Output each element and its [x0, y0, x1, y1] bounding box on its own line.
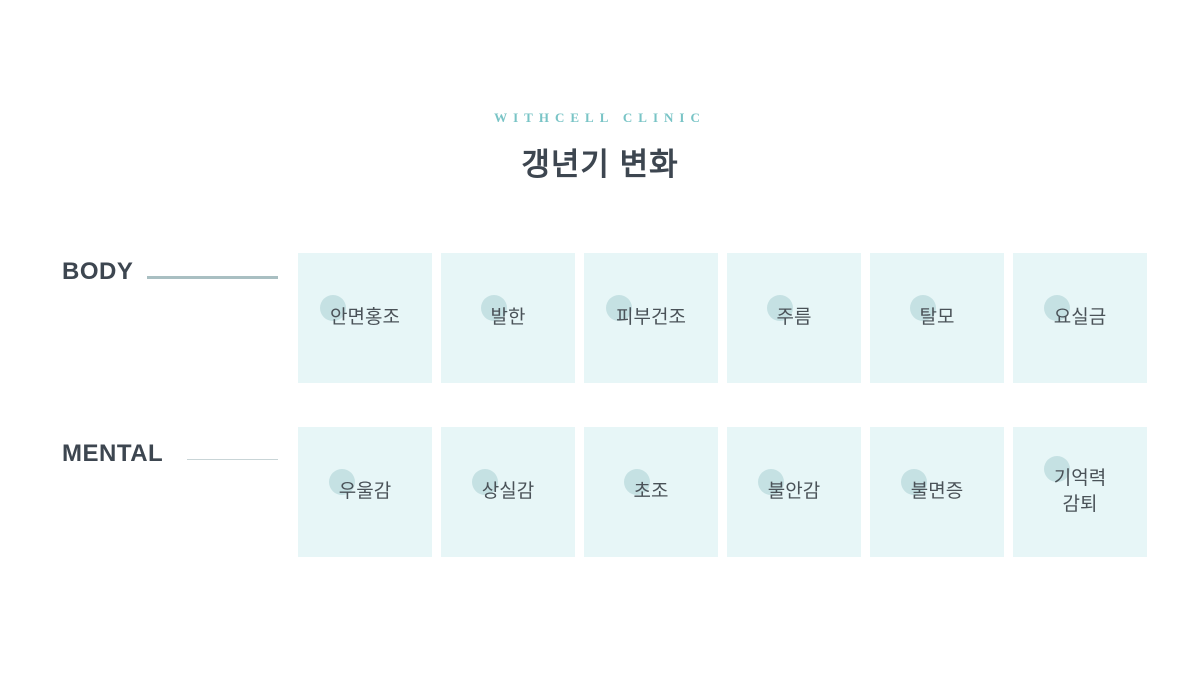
accent-dot-icon: [606, 295, 633, 322]
page-title: 갱년기 변화: [521, 147, 679, 182]
symptom-card: 불면증: [870, 427, 1004, 557]
accent-dot-icon: [471, 469, 498, 496]
symptom-card: 요실금: [1013, 253, 1147, 383]
mental-section-divider-line: [187, 458, 278, 460]
body-section-label: BODY: [62, 258, 134, 285]
mental-section-label: MENTAL: [62, 440, 164, 467]
symptom-card: 상실감: [441, 427, 575, 557]
body-section-divider-line: [147, 275, 278, 279]
symptom-label: 기억력 감퇴: [1043, 456, 1106, 517]
symptom-label: 발한: [480, 295, 525, 331]
page-header: WITHCELL CLINIC 갱년기 변화: [0, 110, 1200, 184]
section-label-body: BODY: [62, 260, 278, 284]
symptom-grid: 안면홍조 발한 피부건조 주름 탈모 요실금 우울감 상실감 초조 불안감: [298, 253, 1147, 557]
symptom-card: 탈모: [870, 253, 1004, 383]
symptom-label: 요실금: [1043, 295, 1106, 331]
accent-dot-icon: [480, 295, 507, 322]
symptom-label: 불면증: [900, 469, 963, 505]
symptom-card: 주름: [727, 253, 861, 383]
accent-dot-icon: [328, 469, 355, 496]
symptom-label: 탈모: [909, 295, 954, 331]
symptom-card: 기억력 감퇴: [1013, 427, 1147, 557]
symptom-label: 피부건조: [606, 295, 686, 331]
symptom-label: 주름: [766, 295, 811, 331]
symptom-label: 초조: [623, 469, 668, 505]
accent-dot-icon: [623, 469, 650, 496]
symptom-card: 발한: [441, 253, 575, 383]
symptom-card: 피부건조: [584, 253, 718, 383]
symptom-label: 안면홍조: [320, 295, 400, 331]
symptom-label: 불안감: [757, 469, 820, 505]
symptom-card: 안면홍조: [298, 253, 432, 383]
accent-dot-icon: [757, 469, 784, 496]
accent-dot-icon: [900, 469, 927, 496]
accent-dot-icon: [320, 295, 347, 322]
accent-dot-icon: [909, 295, 936, 322]
symptom-label: 우울감: [328, 469, 391, 505]
clinic-brand-text: WITHCELL CLINIC: [494, 110, 706, 125]
accent-dot-icon: [1043, 456, 1070, 483]
symptom-card: 불안감: [727, 427, 861, 557]
symptom-card: 초조: [584, 427, 718, 557]
symptom-label: 상실감: [471, 469, 534, 505]
accent-dot-icon: [1043, 295, 1070, 322]
body-symptom-row: 안면홍조 발한 피부건조 주름 탈모 요실금: [298, 253, 1147, 383]
accent-dot-icon: [766, 295, 793, 322]
section-label-mental: MENTAL: [62, 442, 278, 466]
symptom-card: 우울감: [298, 427, 432, 557]
mental-symptom-row: 우울감 상실감 초조 불안감 불면증 기억력 감퇴: [298, 427, 1147, 557]
